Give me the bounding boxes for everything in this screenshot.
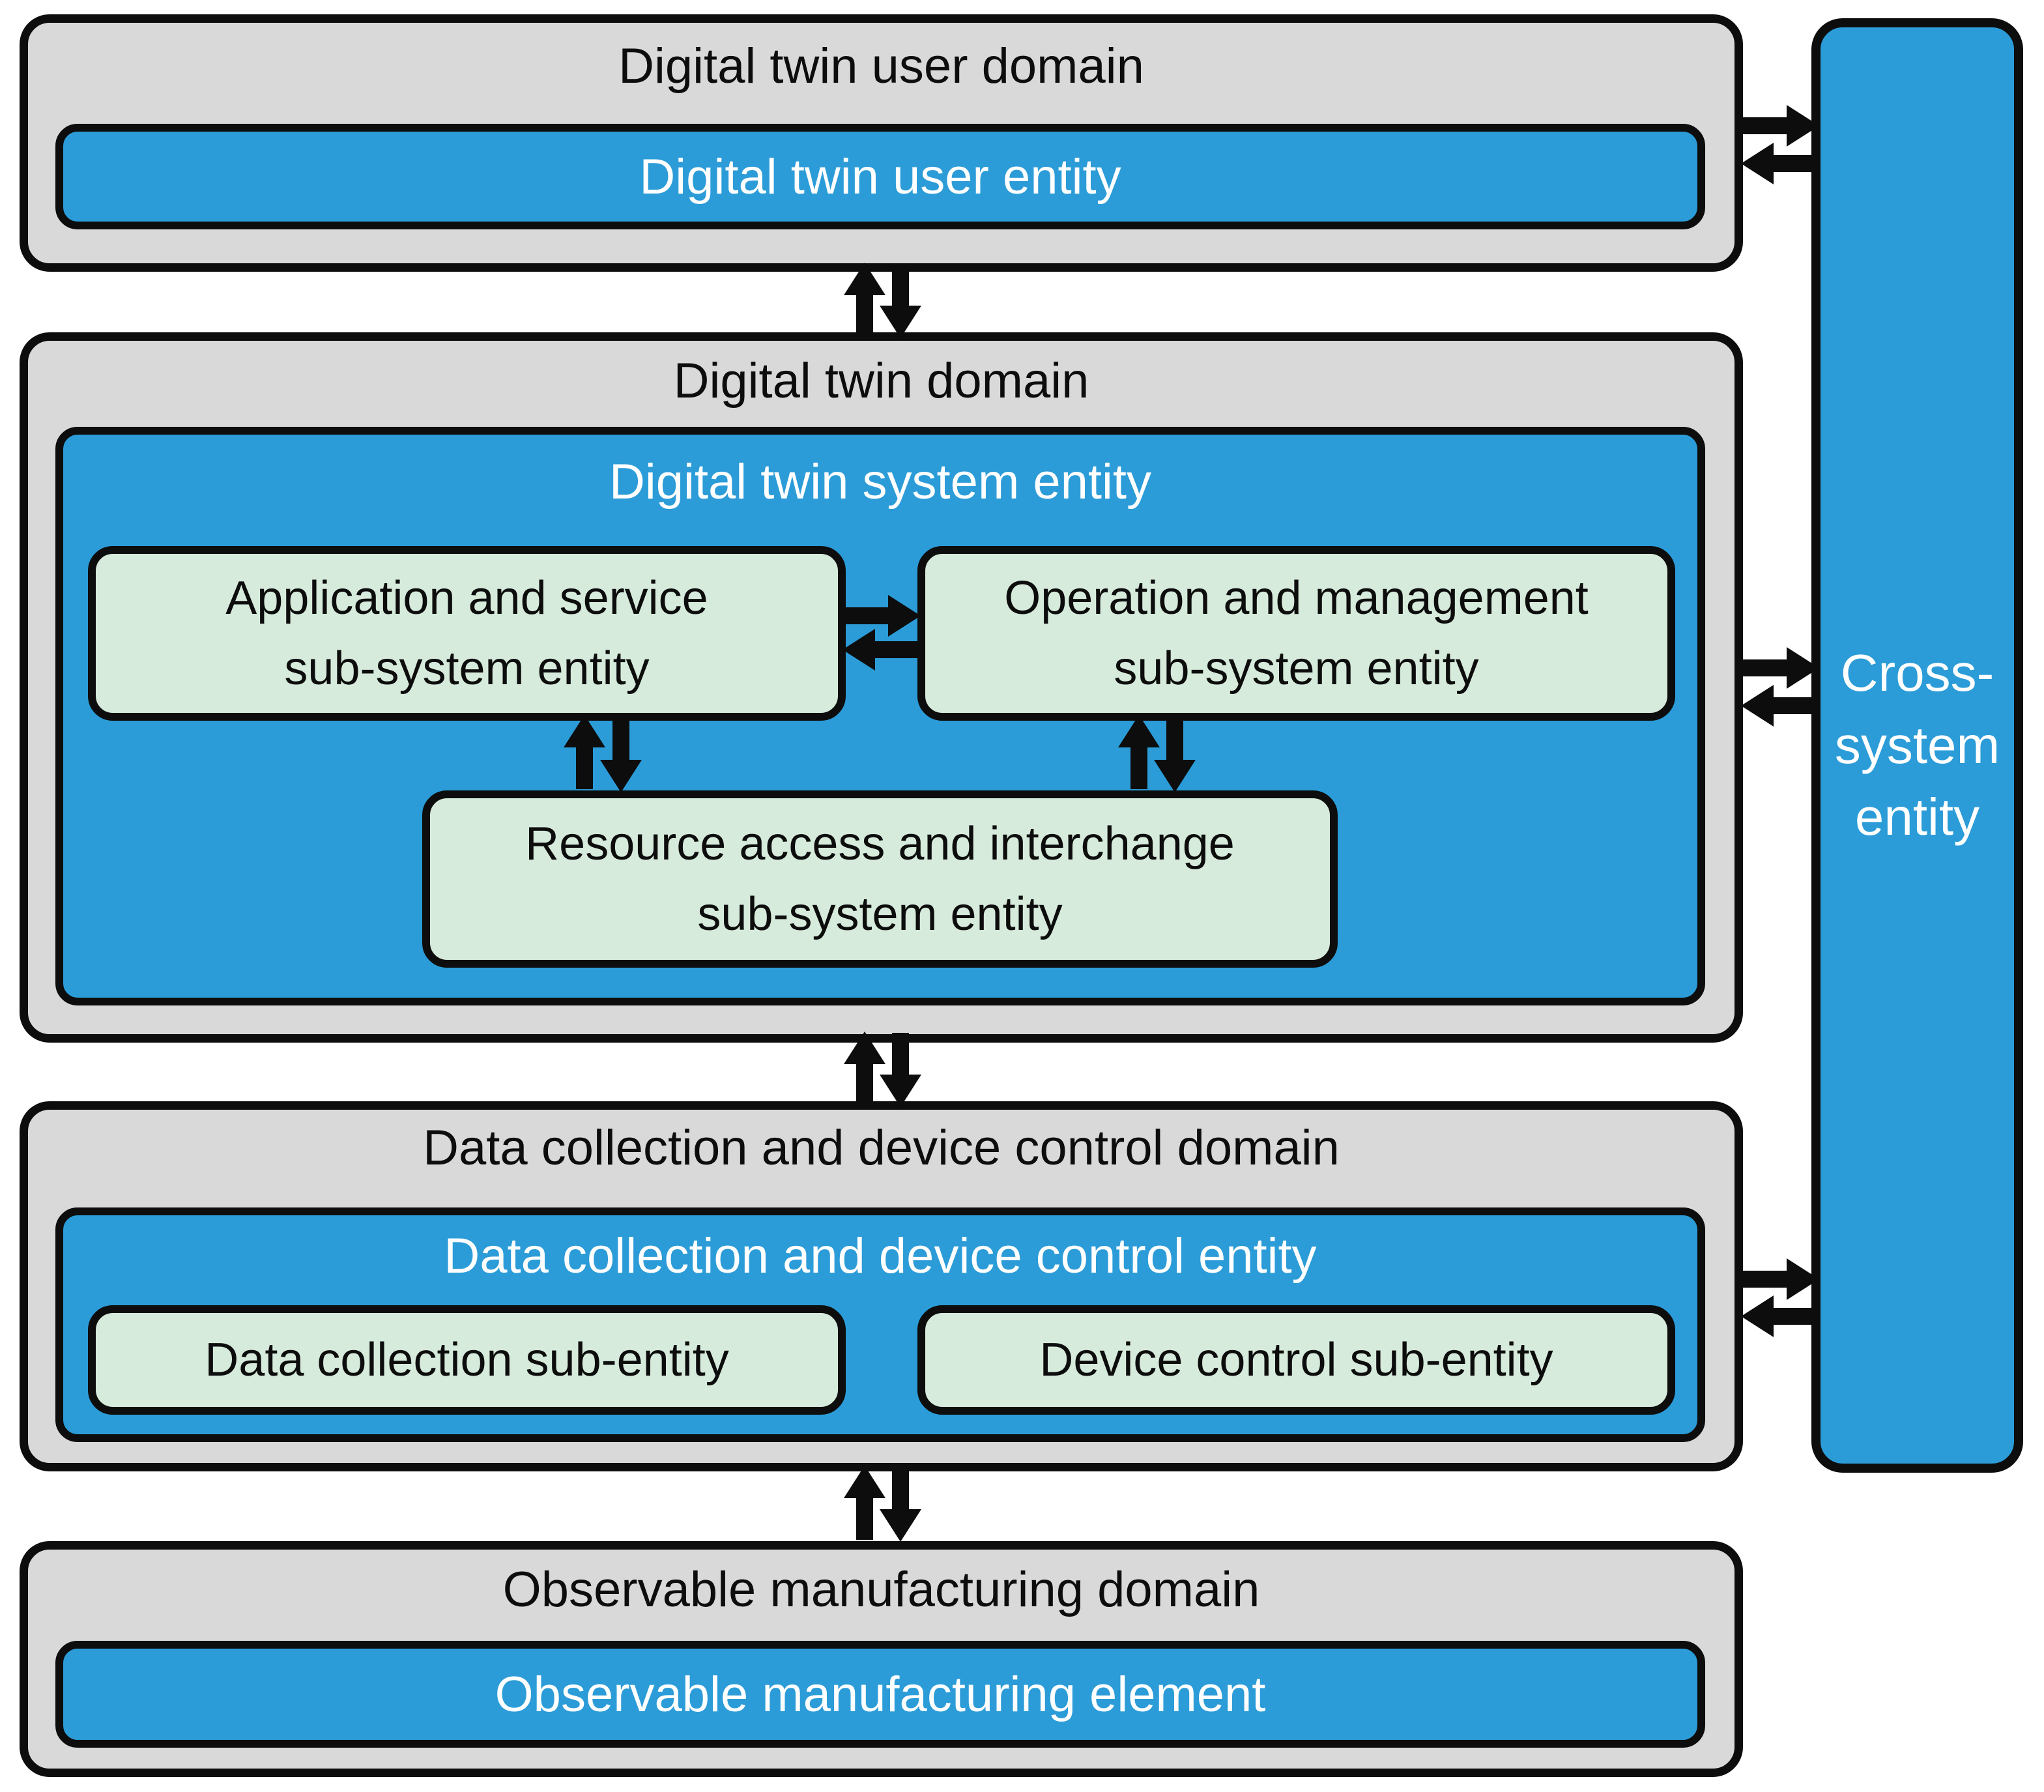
- entity-title: Data collection and device control entit…: [444, 1228, 1317, 1284]
- arrow-left-icon: [842, 629, 922, 671]
- subsystem-operation-management: Operation and management sub-system enti…: [917, 546, 1675, 721]
- domain-digital-twin: Digital twin domain Digital twin system …: [20, 332, 1743, 1043]
- subsystem-application-service: Application and service sub-system entit…: [88, 546, 846, 721]
- arrow-down-icon: [880, 1467, 921, 1542]
- arrow-right-icon: [1740, 647, 1819, 689]
- domain-title: Digital twin domain: [673, 353, 1089, 409]
- arrow-up-icon: [844, 263, 885, 337]
- arrow-up-icon: [844, 1032, 885, 1106]
- subentity-data-collection: Data collection sub-entity: [88, 1305, 846, 1415]
- element-observable-manufacturing: Observable manufacturing element: [55, 1641, 1705, 1748]
- domain-digital-twin-user: Digital twin user domain Digital twin us…: [20, 14, 1743, 272]
- subsystem-resource-access-interchange: Resource access and interchange sub-syst…: [422, 790, 1338, 968]
- domain-title: Data collection and device control domai…: [423, 1120, 1340, 1176]
- arrow-up-icon: [1118, 715, 1160, 789]
- arrow-left-icon: [1741, 685, 1821, 727]
- domain-data-collection-device-control: Data collection and device control domai…: [20, 1101, 1743, 1471]
- entity-data-collection-device-control: Data collection and device control entit…: [55, 1207, 1705, 1442]
- arrow-left-icon: [1741, 1295, 1821, 1337]
- entity-digital-twin-system: Digital twin system entity Application a…: [55, 427, 1705, 1005]
- arrow-down-icon: [600, 718, 642, 792]
- arrow-up-icon: [844, 1466, 885, 1540]
- domain-observable-manufacturing: Observable manufacturing domain Observab…: [20, 1541, 1743, 1777]
- arrow-right-icon: [841, 595, 921, 637]
- domain-title: Observable manufacturing domain: [502, 1562, 1260, 1617]
- domain-title: Digital twin user domain: [618, 38, 1144, 94]
- arrow-up-icon: [564, 715, 605, 789]
- arrow-down-icon: [880, 1033, 921, 1107]
- subentity-device-control: Device control sub-entity: [917, 1305, 1675, 1415]
- arrow-left-icon: [1741, 143, 1821, 184]
- entity-title: Digital twin system entity: [609, 454, 1152, 510]
- cross-system-entity: Cross- system entity: [1811, 18, 2023, 1473]
- arrow-right-icon: [1740, 105, 1819, 147]
- arrow-down-icon: [1154, 718, 1196, 792]
- entity-digital-twin-user: Digital twin user entity: [55, 124, 1705, 229]
- arrow-down-icon: [880, 264, 921, 338]
- arrow-right-icon: [1740, 1258, 1819, 1300]
